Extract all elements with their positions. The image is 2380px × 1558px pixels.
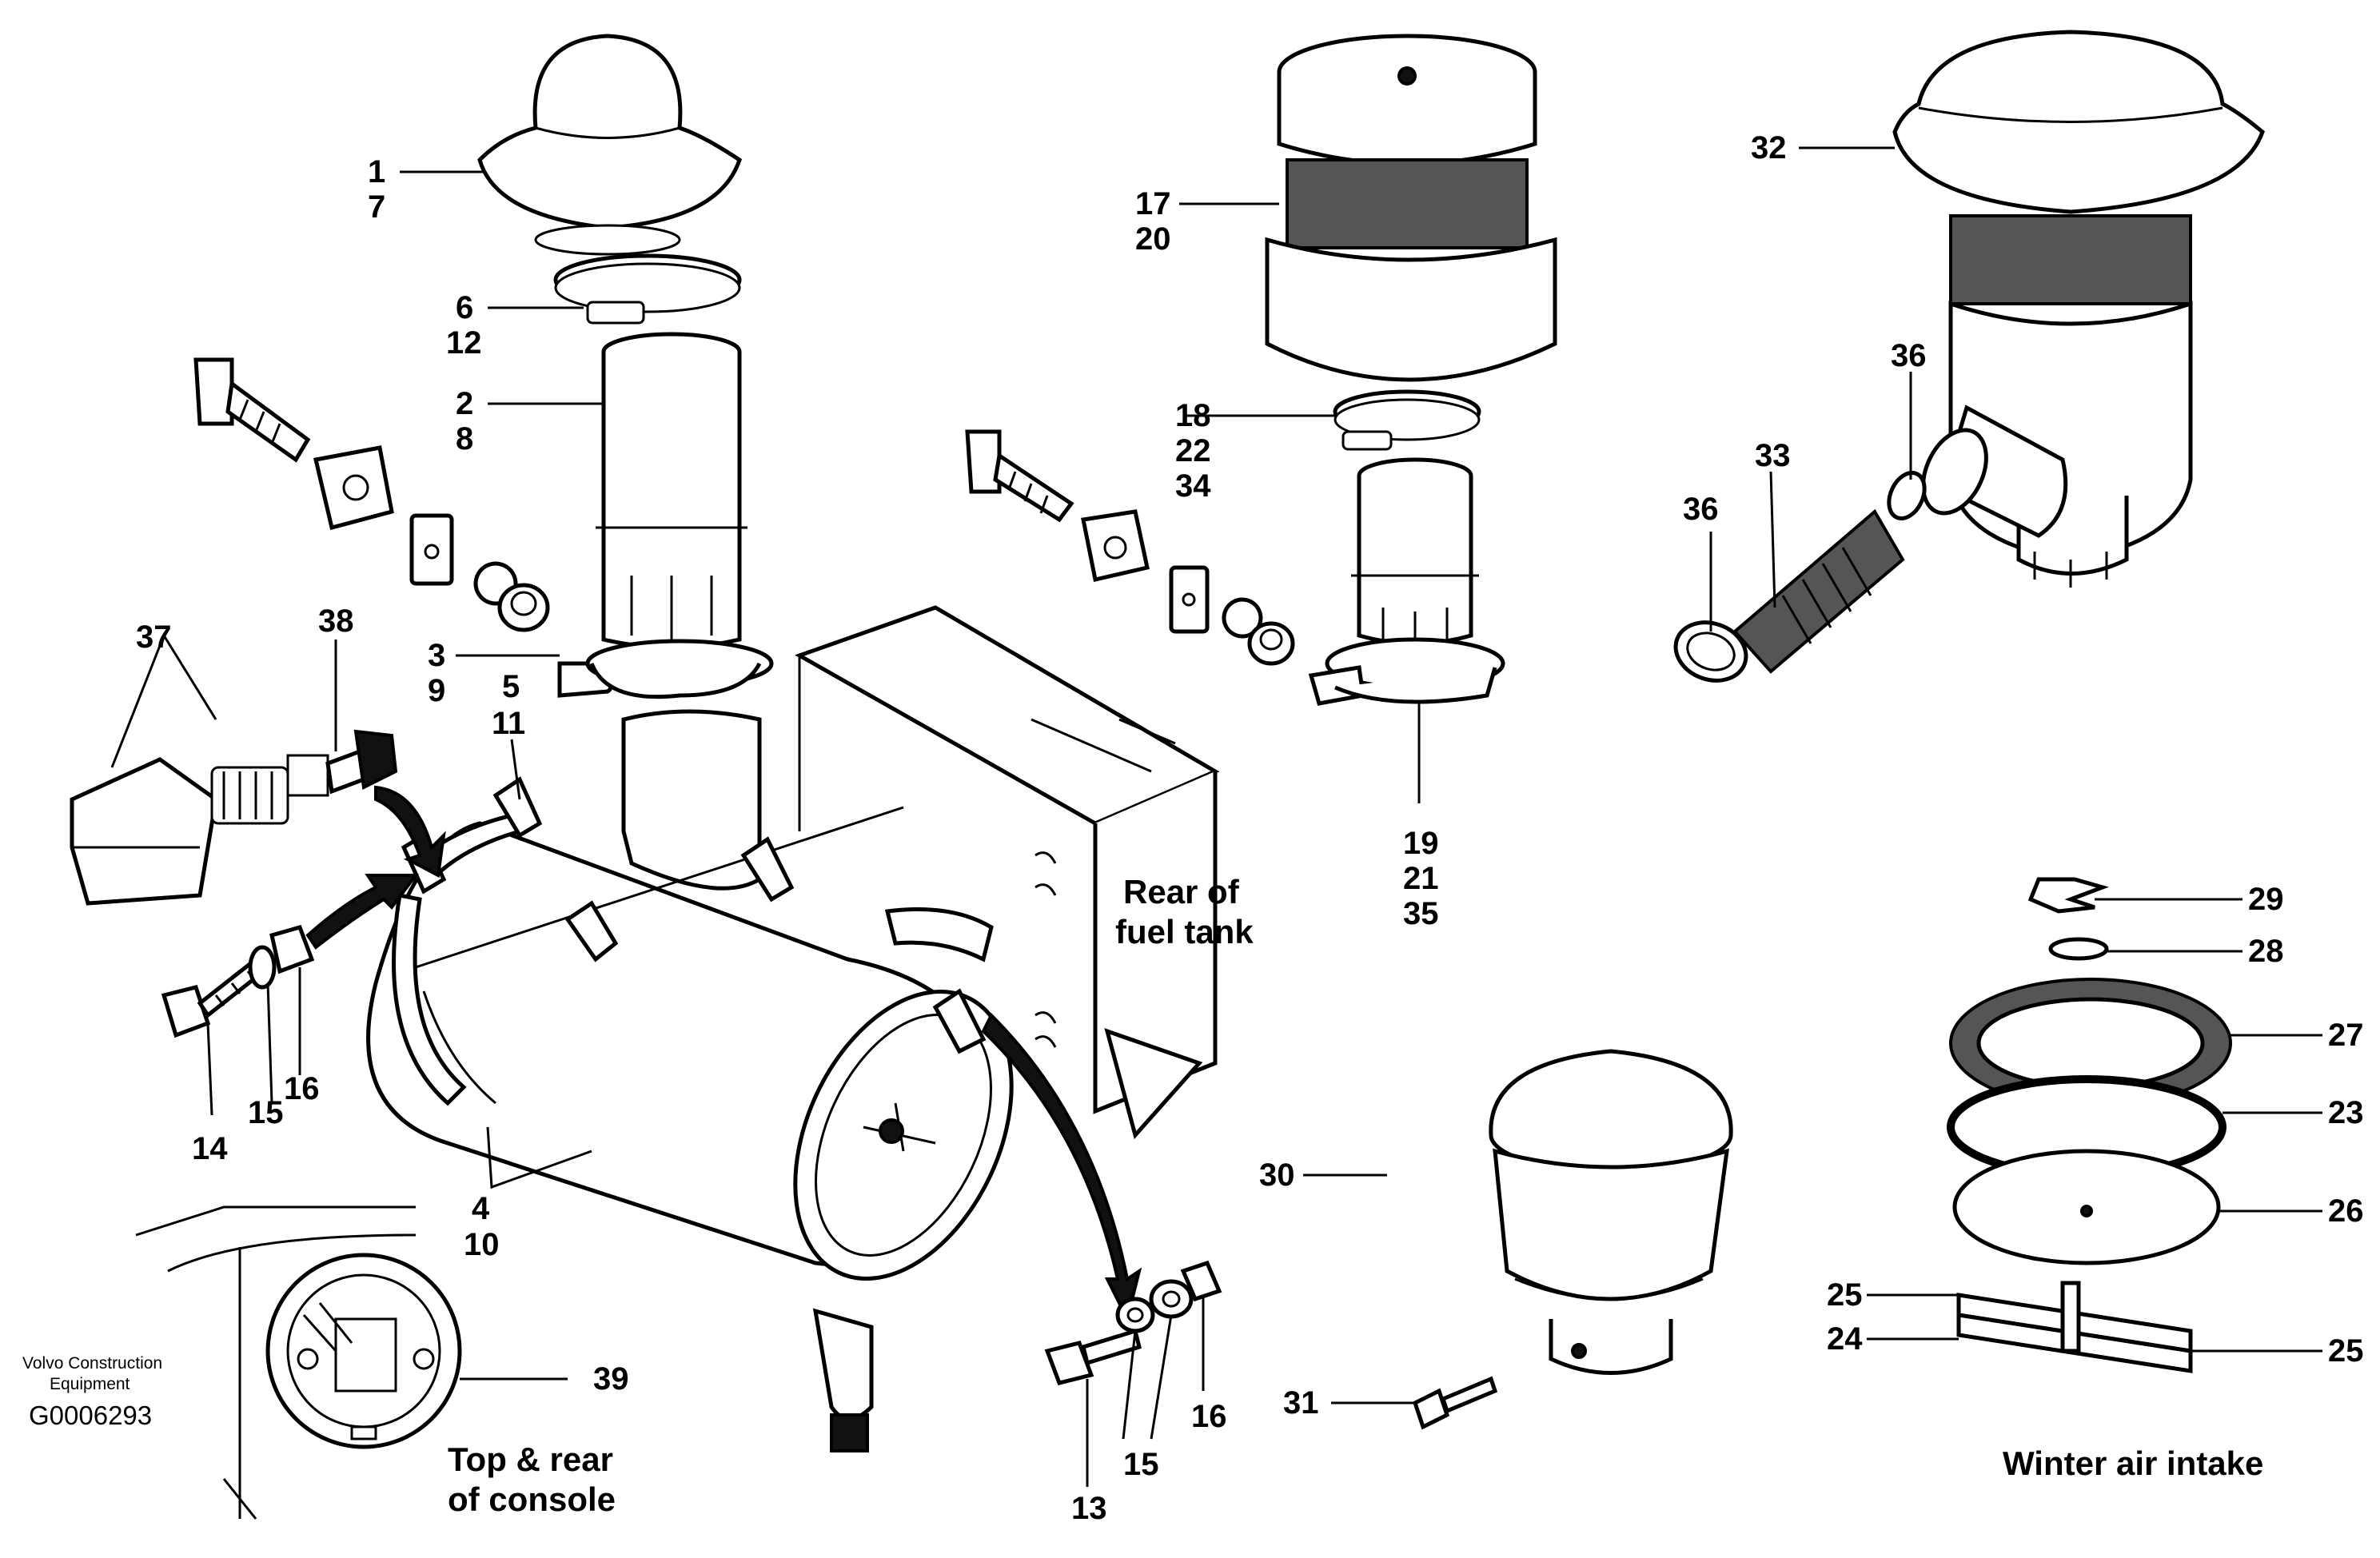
callout-16-center: 16 <box>1191 1399 1227 1434</box>
callout-17: 17 <box>1135 186 1171 221</box>
callout-9: 9 <box>428 673 445 708</box>
hose-clamp-18 <box>1333 389 1481 451</box>
callout-11: 11 <box>492 706 525 741</box>
callout-25-right: 25 <box>2328 1333 2364 1369</box>
callout-4: 4 <box>472 1191 490 1226</box>
callout-10: 10 <box>464 1227 500 1262</box>
hose-clamp-36-upper <box>1887 471 1927 520</box>
caption-winter-intake: Winter air intake <box>2003 1444 2263 1482</box>
callout-38: 38 <box>318 604 354 639</box>
square-nut-center <box>1081 509 1150 583</box>
hose-clamp-36-lower <box>1673 620 1748 683</box>
callout-22: 22 <box>1175 433 1211 468</box>
callout-13: 13 <box>1071 1491 1107 1526</box>
plates-24-25 <box>1956 1281 2193 1373</box>
callout-24: 24 <box>1827 1321 1863 1357</box>
callout-5: 5 <box>502 669 520 704</box>
callout-25-left: 25 <box>1827 1277 1863 1313</box>
callout-labels: 1 7 6 12 2 8 3 9 5 11 37 38 14 15 16 4 1… <box>136 130 2364 1526</box>
callout-23: 23 <box>2328 1095 2364 1130</box>
callout-36-upper: 36 <box>1891 338 1927 373</box>
air-filter-housing-4 <box>366 709 1014 1452</box>
nut-16-left <box>269 924 315 974</box>
clip-plate <box>409 513 454 586</box>
callout-7: 7 <box>368 189 385 225</box>
watermark-company-1: Volvo Construction <box>22 1354 162 1373</box>
caption-console-2: of console <box>448 1480 616 1518</box>
bracket-clamp-19 <box>1308 637 1505 706</box>
clip-center <box>1169 565 1210 634</box>
captions: Rear of fuel tank Top & rear of console … <box>448 873 2263 1518</box>
nut-center <box>1247 621 1295 666</box>
callout-18: 18 <box>1175 398 1211 433</box>
callout-2: 2 <box>456 386 473 421</box>
callout-33: 33 <box>1755 438 1791 473</box>
callout-15-left: 15 <box>248 1095 284 1130</box>
callout-16-left: 16 <box>284 1071 320 1106</box>
nut-16-center <box>1180 1260 1222 1302</box>
bolt-left-upper <box>193 357 311 463</box>
wing-nut-29 <box>2027 877 2109 914</box>
drawing-code: G0006293 <box>29 1401 152 1430</box>
assembly-arrows <box>305 785 1142 1324</box>
service-indicator-39 <box>297 1302 435 1440</box>
bolt-center <box>965 429 1074 523</box>
square-nut <box>313 445 394 531</box>
watermark: Volvo Construction Equipment G0006293 <box>22 1354 162 1430</box>
callout-15-center: 15 <box>1123 1447 1159 1482</box>
filter-body-right <box>1921 214 2193 588</box>
bolt-13 <box>1044 1328 1142 1385</box>
washer-15-left <box>248 945 277 990</box>
callout-31: 31 <box>1283 1385 1319 1421</box>
callout-29: 29 <box>2248 882 2284 917</box>
bracket-clamp-3 <box>557 639 774 699</box>
callout-32: 32 <box>1751 130 1787 165</box>
callout-12: 12 <box>446 325 482 361</box>
caption-rear-fuel-tank-1: Rear of <box>1123 873 1240 910</box>
precleaner-17 <box>1265 34 1557 382</box>
callout-6: 6 <box>456 290 473 325</box>
callout-19: 19 <box>1403 826 1439 861</box>
callout-3: 3 <box>428 638 445 673</box>
restriction-indicator-37 <box>70 748 366 906</box>
watermark-company-2: Equipment <box>50 1375 130 1393</box>
callout-27: 27 <box>2328 1018 2364 1053</box>
callout-26: 26 <box>2328 1193 2364 1229</box>
intake-pipe-2 <box>596 332 747 650</box>
cover-plate-26 <box>1952 1149 2221 1265</box>
callout-39: 39 <box>593 1361 629 1397</box>
callout-14: 14 <box>192 1131 228 1166</box>
callout-36-lower: 36 <box>1683 492 1719 527</box>
hose-clamp-6 <box>553 253 742 325</box>
precleaner-cap-32 <box>1892 30 2265 214</box>
caption-console-1: Top & rear <box>448 1440 613 1478</box>
callout-1: 1 <box>368 154 385 189</box>
washer-15-center-a <box>1115 1297 1155 1333</box>
callout-37: 37 <box>136 620 172 655</box>
callout-35: 35 <box>1403 896 1439 931</box>
vacuum-hose-38 <box>353 729 398 791</box>
callout-21: 21 <box>1403 861 1439 896</box>
pipe-section-center <box>1351 457 1479 646</box>
callout-28: 28 <box>2248 934 2284 969</box>
callout-20: 20 <box>1135 221 1171 257</box>
leader-lines <box>110 146 2322 1487</box>
screw-31 <box>1412 1376 1498 1430</box>
hex-nut-small <box>497 583 550 632</box>
callout-8: 8 <box>456 421 473 456</box>
ring-27 <box>1949 978 2232 1109</box>
intake-hose-33 <box>1732 508 1905 674</box>
caption-rear-fuel-tank-2: fuel tank <box>1115 913 1254 950</box>
mounting-bracket-rear-fuel-tank <box>794 605 1220 1140</box>
washer-28 <box>2048 937 2109 961</box>
callout-34: 34 <box>1175 468 1211 504</box>
precleaner-cap-1 <box>477 34 742 256</box>
precleaner-bowl-30 <box>1489 1049 1733 1375</box>
callout-30: 30 <box>1259 1158 1295 1193</box>
washer-15-center-b <box>1149 1279 1194 1319</box>
